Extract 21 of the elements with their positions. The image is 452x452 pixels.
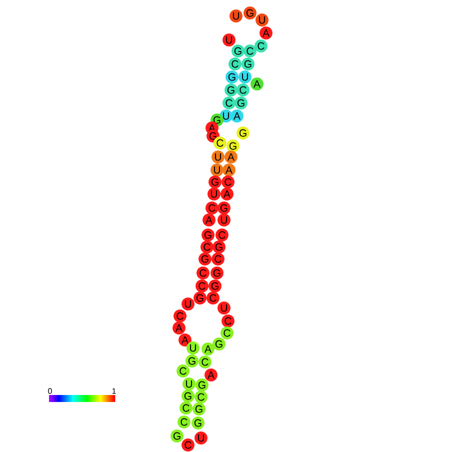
node-label: A (234, 112, 240, 120)
node-label: U (214, 166, 220, 174)
node-label: G (209, 132, 216, 140)
node-label: G (215, 243, 222, 251)
node-label: C (226, 99, 232, 107)
node-label: C (258, 42, 264, 50)
node-label: C (204, 243, 210, 251)
node-label: C (208, 204, 216, 212)
node-label: U (223, 112, 229, 120)
node-label: G (227, 86, 234, 94)
node-label: A (204, 345, 212, 353)
node-label: G (220, 204, 228, 212)
scale-label: 1 (112, 388, 116, 394)
node-label: U (221, 216, 227, 224)
node-label: G (234, 47, 242, 55)
node-label: G (215, 340, 222, 348)
node-label: A (226, 166, 232, 174)
scale-label: 0 (48, 388, 52, 394)
node-label: C (240, 86, 246, 94)
node-label: C (246, 47, 254, 55)
node-label: G (237, 99, 244, 107)
